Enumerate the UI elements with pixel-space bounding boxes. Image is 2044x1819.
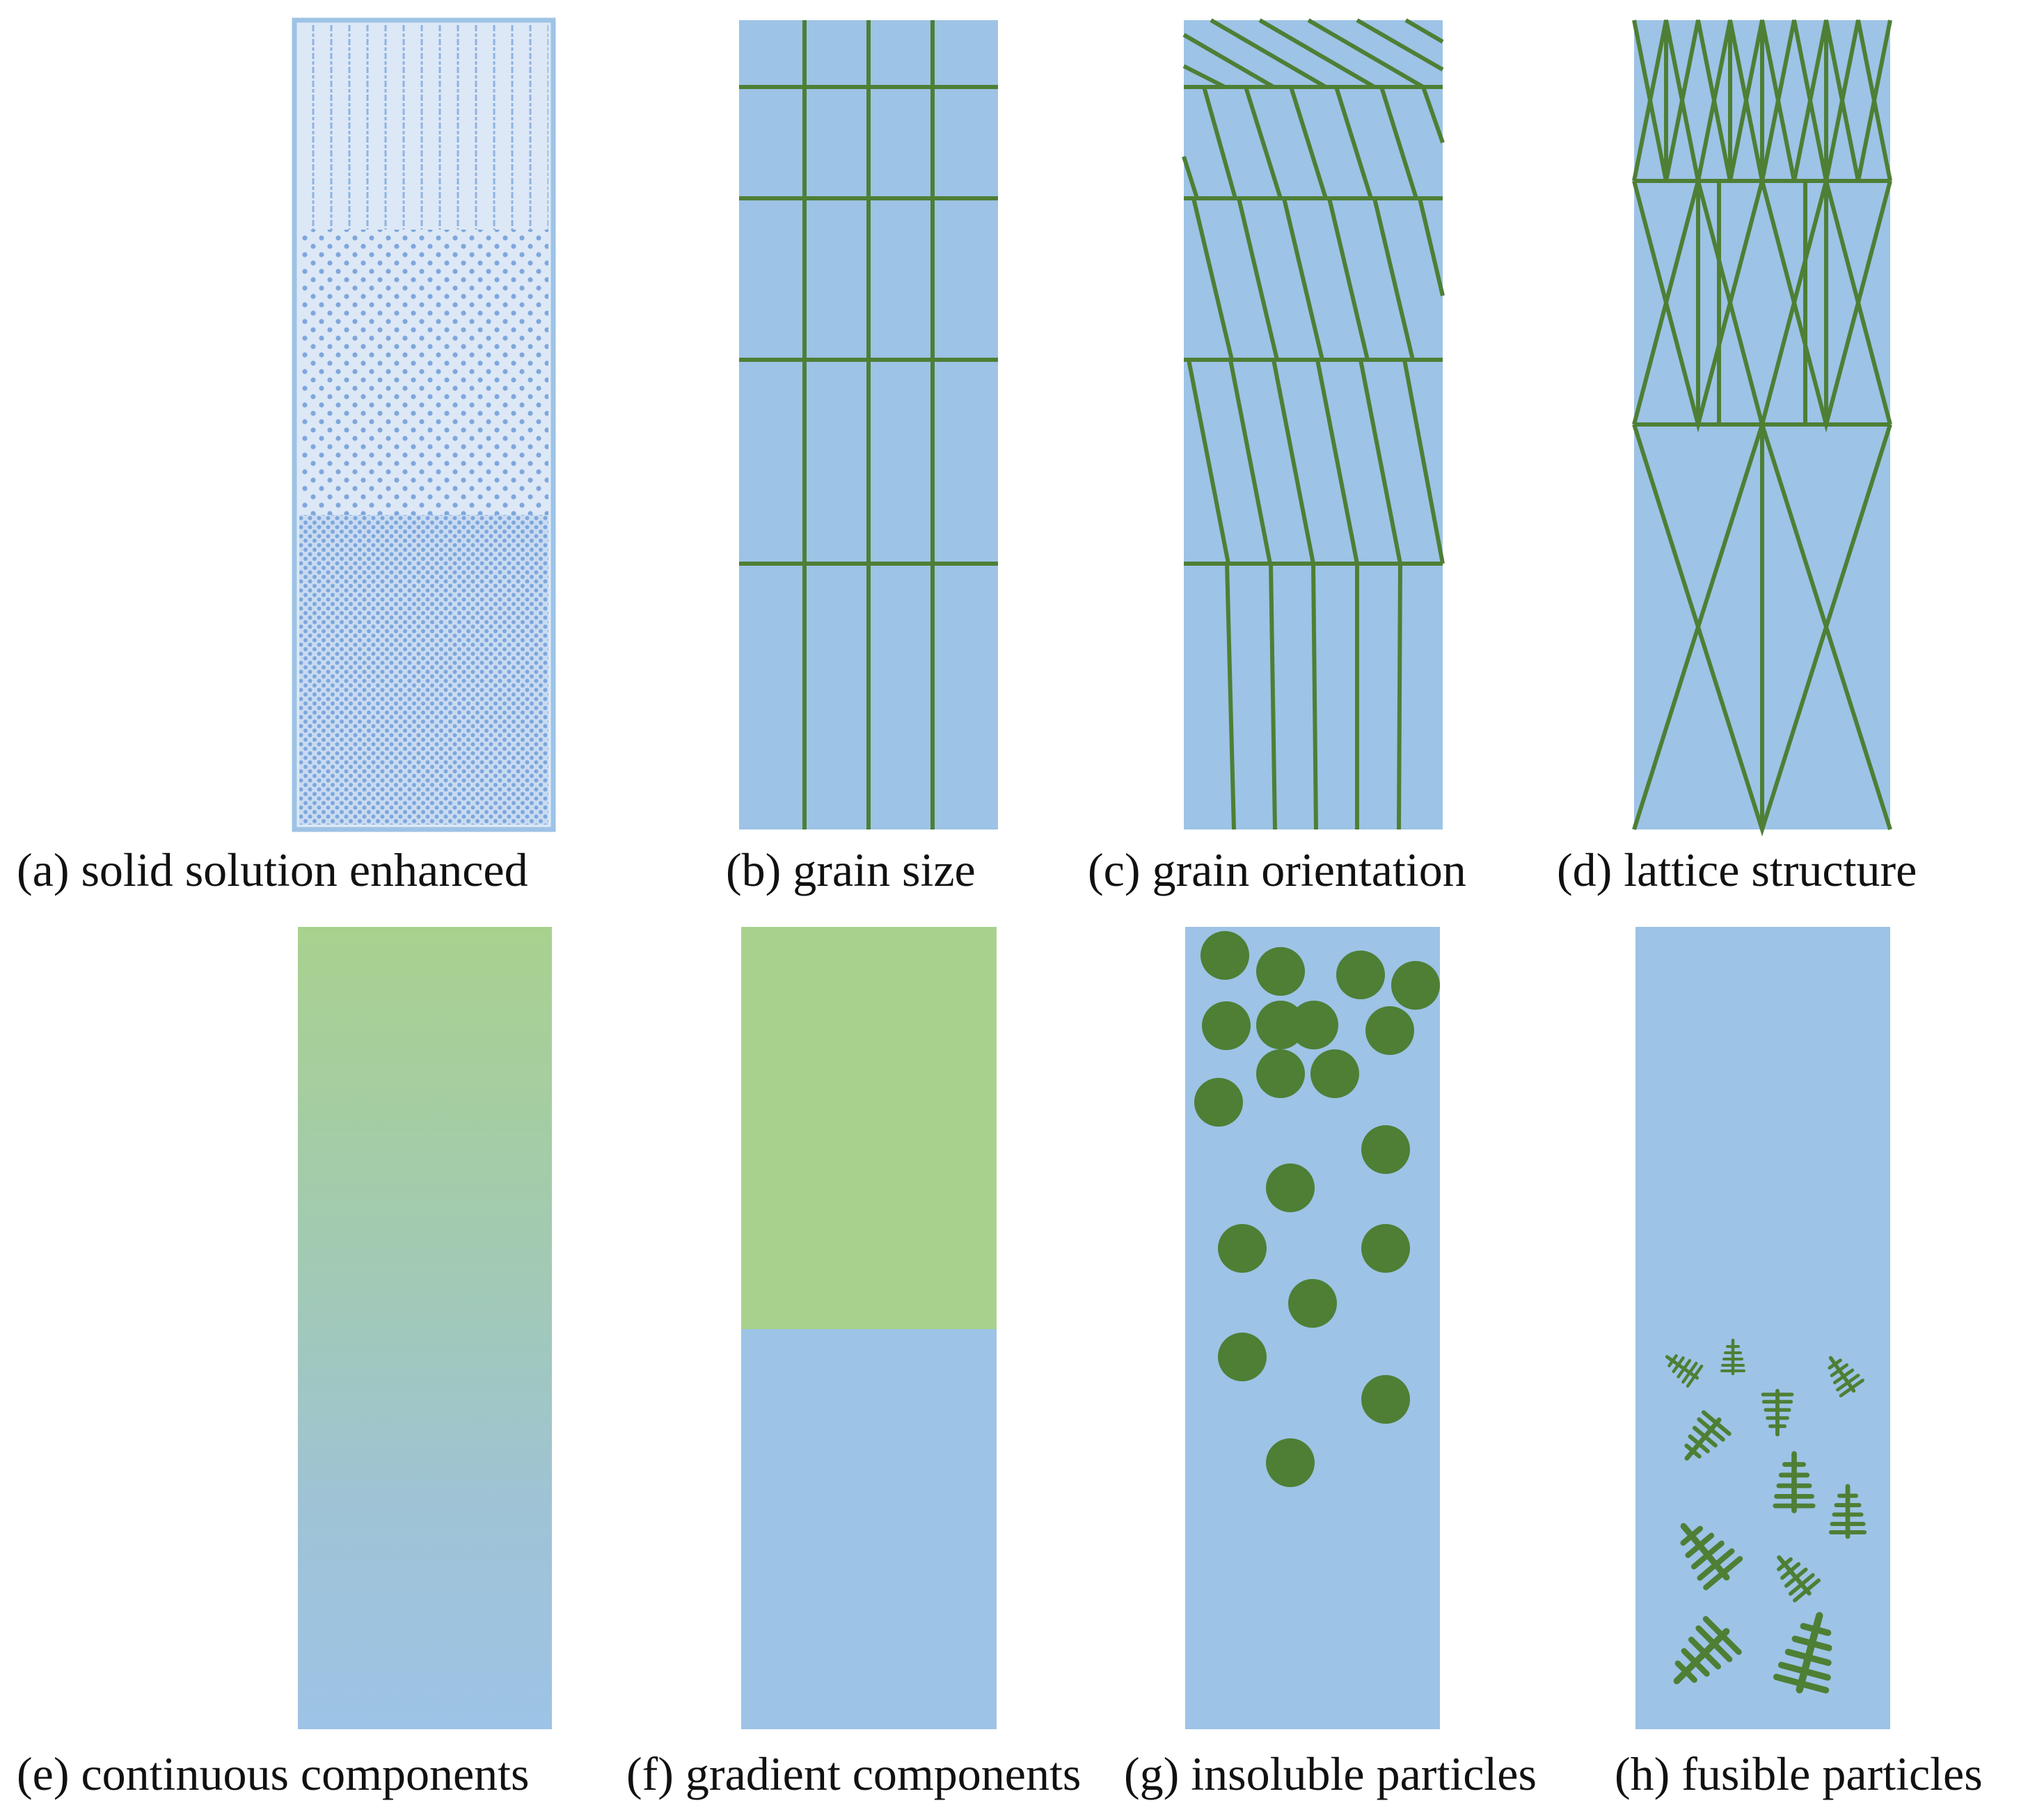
grain-boundary — [1182, 156, 1199, 199]
panel-f-upper-green-layer — [741, 927, 997, 1329]
panel-g-insoluble-particles — [1185, 927, 1440, 1729]
caption-g: (g) insoluble particles — [1124, 1747, 1537, 1800]
panel-b-grain-size — [739, 20, 998, 829]
grain-boundary — [1356, 18, 1444, 72]
grain-boundary — [1202, 86, 1237, 199]
grain-boundary — [1225, 563, 1236, 830]
grain-boundary — [1421, 86, 1445, 143]
caption-d: (d) lattice structure — [1557, 843, 1917, 896]
particle — [1194, 1078, 1243, 1127]
particle — [1365, 1006, 1414, 1055]
grain-boundary — [1269, 563, 1277, 830]
lattice-strut — [1632, 173, 1892, 433]
grain-boundary — [1372, 198, 1415, 360]
particle — [1256, 1001, 1305, 1049]
grain-boundary — [1228, 359, 1272, 564]
particle — [1310, 1049, 1359, 1098]
grain-boundary — [1191, 198, 1234, 360]
particle — [1266, 1438, 1315, 1487]
grain-boundary — [1210, 18, 1327, 89]
panel-a-zone-coarse-dots — [299, 230, 548, 515]
grain-boundary — [1282, 198, 1324, 360]
grain-boundary — [1327, 198, 1370, 360]
particle — [1290, 1001, 1338, 1049]
caption-c: (c) grain orientation — [1088, 843, 1466, 896]
panel-a-zone-fine-dots — [299, 515, 548, 825]
panel-g-matrix — [1185, 927, 1440, 1729]
particle — [1361, 1125, 1410, 1174]
particle — [1201, 931, 1249, 980]
grain-boundary — [1379, 86, 1418, 199]
grain-boundary — [1311, 563, 1318, 830]
panel-e-gradient-block — [298, 927, 552, 1729]
particle — [1218, 1224, 1267, 1273]
particle — [1256, 947, 1305, 996]
particle — [1266, 1163, 1315, 1212]
panel-f-gradient-components — [741, 927, 997, 1729]
panel-a-solid-solution — [292, 17, 556, 832]
particle — [1336, 951, 1385, 999]
caption-b: (b) grain size — [726, 843, 976, 896]
particle — [1256, 1049, 1305, 1098]
grain-boundary — [1258, 18, 1376, 89]
particle — [1391, 961, 1440, 1010]
panel-c-grain-orientation — [1182, 18, 1445, 830]
grain-boundary — [1182, 64, 1226, 89]
caption-e: (e) continuous components — [17, 1747, 530, 1800]
grain-boundary — [1187, 359, 1230, 564]
grain-boundary — [1404, 18, 1444, 44]
panel-h-matrix — [1635, 927, 1890, 1729]
particle — [1361, 1224, 1410, 1273]
panel-d-lattice-structure — [1632, 19, 1892, 836]
grain-boundary — [1237, 198, 1279, 360]
grain-boundary — [1307, 18, 1425, 89]
grain-boundary — [1244, 86, 1283, 199]
grain-boundary — [1271, 359, 1315, 564]
grain-boundary — [1334, 86, 1373, 199]
panel-e-continuous-components — [298, 927, 552, 1729]
particle — [1361, 1375, 1410, 1424]
grain-boundary — [1315, 359, 1359, 564]
grain-boundary — [1418, 198, 1445, 296]
grain-boundary — [1402, 359, 1445, 564]
caption-f: (f) gradient components — [626, 1747, 1082, 1800]
grain-boundary — [1182, 33, 1275, 89]
grain-boundary — [1358, 359, 1402, 564]
particle — [1202, 1001, 1251, 1050]
particle — [1218, 1333, 1267, 1381]
caption-h: (h) fusible particles — [1615, 1747, 1983, 1800]
panel-a-zone-dashed-lines — [299, 25, 548, 230]
grain-boundary — [1289, 86, 1328, 199]
panel-h-fusible-particles — [1635, 927, 1890, 1729]
caption-a: (a) solid solution enhanced — [17, 843, 528, 896]
particle — [1288, 1279, 1337, 1328]
grain-boundary — [1397, 563, 1402, 830]
